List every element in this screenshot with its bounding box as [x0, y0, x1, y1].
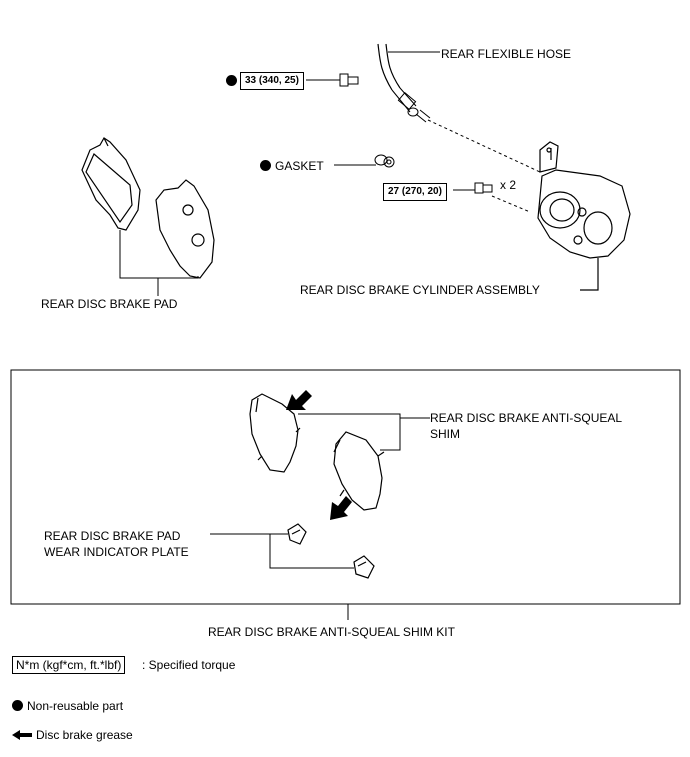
union-bolt — [306, 73, 359, 87]
label-cylinder-assembly: REAR DISC BRAKE CYLINDER ASSEMBLY — [300, 283, 540, 297]
grease-arrow-2 — [330, 496, 352, 520]
brake-pad-inner — [155, 179, 215, 279]
torque-mounting-bolt: 27 (270, 20) — [383, 183, 447, 201]
gasket — [334, 154, 395, 168]
torque-union-bolt: 33 (340, 25) — [240, 72, 304, 90]
label-wear-indicator-line2: WEAR INDICATOR PLATE — [44, 545, 189, 559]
label-gasket: GASKET — [260, 159, 324, 173]
anti-squeal-shim-2 — [333, 431, 385, 511]
cylinder-assembly — [537, 141, 631, 291]
label-shim-kit: REAR DISC BRAKE ANTI-SQUEAL SHIM KIT — [208, 625, 455, 639]
rear-flexible-hose — [377, 43, 440, 123]
mounting-bolt — [453, 182, 493, 194]
filled-circle-icon — [12, 700, 23, 711]
label-multiplier: x 2 — [500, 178, 517, 192]
wear-indicator-plate-1 — [287, 523, 307, 545]
filled-circle-icon — [260, 160, 271, 171]
shim-kit-box — [10, 369, 681, 605]
brake-pad-outer — [81, 137, 141, 231]
label-rear-flexible-hose: REAR FLEXIBLE HOSE — [441, 47, 572, 61]
gasket-text: GASKET — [275, 159, 324, 173]
wear-indicator-plate-2 — [353, 555, 375, 579]
label-anti-squeal-shim-line1: REAR DISC BRAKE ANTI-SQUEAL — [430, 411, 623, 425]
anti-squeal-shim-1 — [249, 393, 301, 473]
grease-arrow-1 — [286, 390, 312, 410]
legend-grease-text: Disc brake grease — [36, 728, 133, 742]
arrow-left-icon — [12, 730, 32, 740]
torque-value-union-bolt: 33 (340, 25) — [245, 75, 299, 86]
legend-non-reusable: Non-reusable part — [12, 699, 123, 713]
label-anti-squeal-shim-line2: SHIM — [430, 427, 460, 441]
legend-non-reusable-text: Non-reusable part — [27, 699, 124, 713]
legend-torque-text: : Specified torque — [142, 658, 236, 672]
label-wear-indicator-line1: REAR DISC BRAKE PAD — [44, 529, 181, 543]
label-rear-disc-brake-pad: REAR DISC BRAKE PAD — [41, 297, 178, 311]
legend-grease: Disc brake grease — [12, 728, 133, 742]
legend-torque-box: N*m (kgf*cm, ft.*lbf) — [12, 656, 126, 674]
torque-value-mounting-bolt: 27 (270, 20) — [388, 186, 442, 197]
filled-circle-icon — [226, 75, 237, 86]
